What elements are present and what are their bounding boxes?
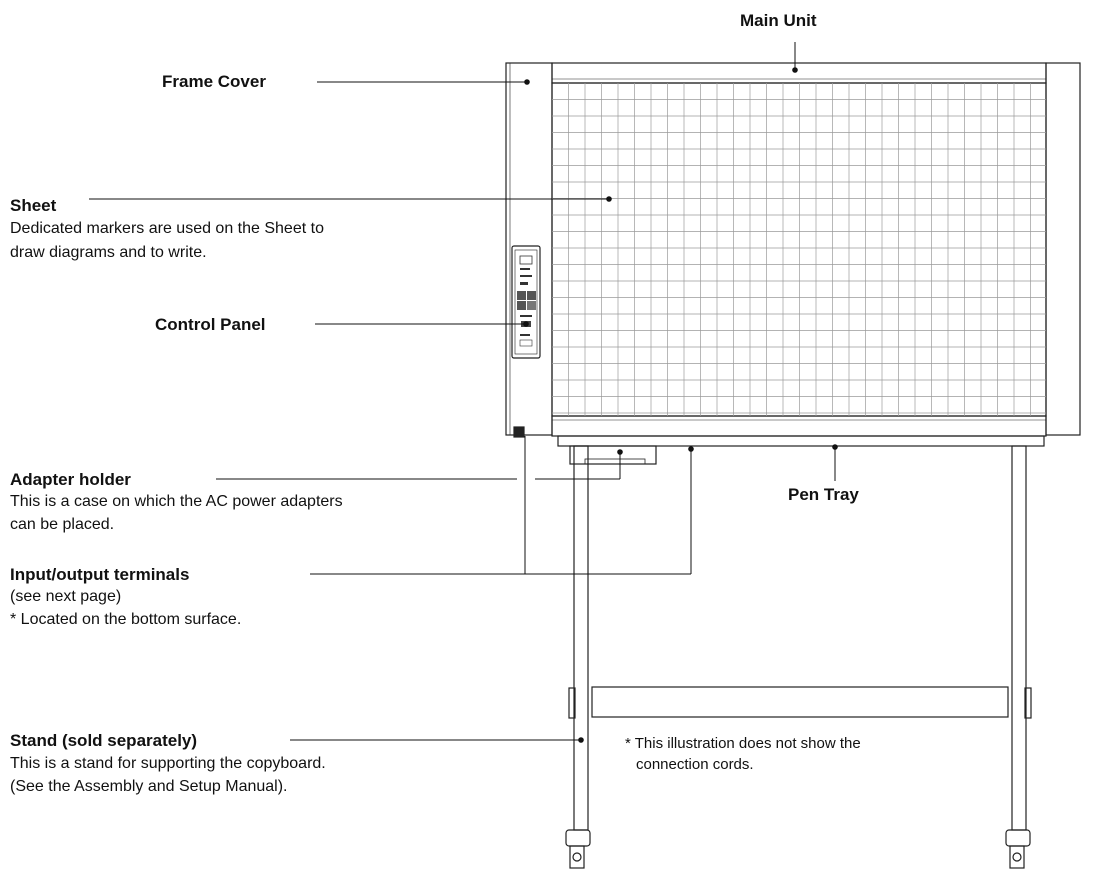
sheet-label: Sheet (10, 196, 57, 215)
stand-desc-line2: (See the Assembly and Setup Manual). (10, 778, 288, 795)
note-line2: connection cords. (636, 756, 754, 773)
terminals-desc-line1: (see next page) (10, 588, 122, 605)
right-end-cap (1045, 62, 1081, 436)
stand-label: Stand (sold separately) (10, 731, 198, 750)
top-bar (551, 62, 1047, 84)
sheet-desc-line1: Dedicated markers are used on the Sheet … (10, 220, 324, 237)
stand-cross-bar (591, 686, 1009, 718)
stand-right-leg (1011, 445, 1027, 831)
stand-left-leg (573, 445, 589, 831)
control-panel-box (511, 245, 541, 359)
pen-tray-label: Pen Tray (788, 485, 859, 504)
frame-cover-label: Frame Cover (162, 72, 266, 91)
sheet-grid (552, 83, 1046, 416)
sheet-area (551, 82, 1047, 417)
main-unit-label: Main Unit (740, 11, 817, 30)
bottom-bar (551, 415, 1047, 437)
control-panel-label: Control Panel (155, 315, 266, 334)
pen-tray-rect (557, 435, 1045, 447)
terminals-label: Input/output terminals (10, 565, 190, 584)
adapter-holder-label: Adapter holder (10, 470, 131, 489)
adapter-holder-desc-line2: can be placed. (10, 516, 115, 533)
note-line1: * This illustration does not show the (625, 735, 861, 752)
leader-lines (89, 42, 836, 741)
adapter-holder-box (569, 445, 657, 465)
left-frame-cover (505, 62, 553, 436)
leader-dots (523, 67, 838, 743)
sheet-desc-line2: draw diagrams and to write. (10, 244, 207, 261)
adapter-holder-desc-line1: This is a case on which the AC power ada… (10, 493, 343, 510)
stand-desc-line1: This is a stand for supporting the copyb… (10, 755, 326, 772)
terminals-desc-line2: * Located on the bottom surface. (10, 611, 242, 628)
